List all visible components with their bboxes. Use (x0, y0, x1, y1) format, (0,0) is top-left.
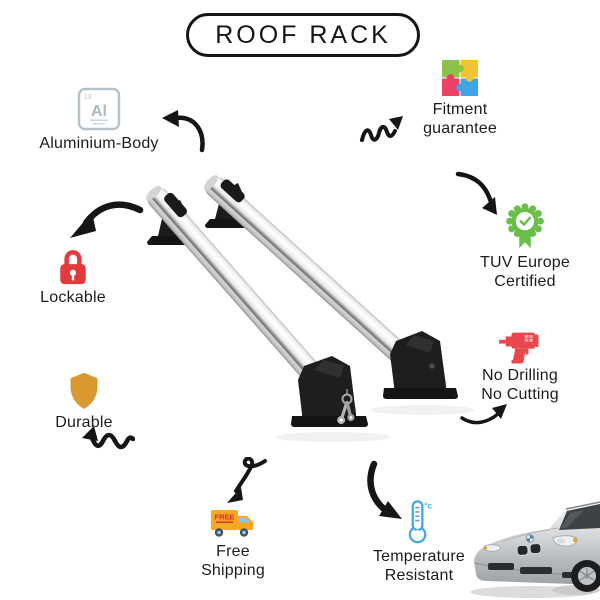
car-wheel (571, 560, 600, 592)
car-image (470, 501, 600, 598)
mount-foot-bottom-front (291, 356, 368, 427)
feature-label: Durable (55, 414, 113, 431)
arrow-to-temperature (367, 460, 402, 519)
arrow-to-lockable (70, 201, 144, 238)
feature-label-line1: Fitment (432, 101, 488, 118)
page-title: ROOF RACK (215, 20, 391, 49)
feature-label-line1: TUV Europe (479, 254, 571, 271)
thermometer-icon: °c (408, 500, 433, 544)
feature-label-line2: Certified (494, 273, 556, 290)
unit-label: °c (424, 502, 432, 511)
feature-label-line1: No Drilling (482, 367, 558, 384)
feature-label-line2: Resistant (384, 567, 454, 584)
roof-rack-bars-image (146, 175, 475, 442)
feature-aluminium-body: 13 Al Aluminium-Body (19, 86, 179, 153)
feature-label-line2: Shipping (201, 562, 265, 579)
puzzle-icon (442, 60, 478, 96)
feature-temperature-resistant: °c Temperature Resistant (353, 499, 485, 585)
feature-fitment-guarantee: Fitment guarantee (396, 58, 524, 138)
feature-no-drilling: No Drilling No Cutting (457, 326, 583, 404)
certified-badge-icon (506, 203, 544, 249)
kidney-grille (516, 542, 542, 557)
squiggle-arrow-from-durable (82, 426, 135, 450)
truck-badge-text: FREE (214, 513, 234, 522)
arrow-to-tuv-badge (455, 171, 497, 215)
arrow-to-aluminium-icon (162, 110, 205, 153)
cross-bar-rear (203, 175, 448, 399)
delivery-truck-icon: FREE (211, 510, 253, 537)
car-roundel (525, 534, 535, 543)
title-pill: ROOF RACK (186, 13, 420, 57)
atomic-number: 13 (84, 94, 92, 101)
feature-label-line1: Free (216, 543, 250, 560)
curly-arrow-to-shipping (227, 457, 267, 503)
feature-label-line2: No Cutting (481, 386, 559, 403)
feature-free-shipping: FREE Free Shipping (171, 506, 295, 580)
mount-foot-bottom-rear (383, 331, 458, 399)
feature-lockable: Lockable (17, 246, 129, 307)
feature-label-line1: Temperature (372, 548, 466, 565)
shield-icon (70, 372, 98, 409)
feature-tuv-certified: TUV Europe Certified (462, 201, 588, 291)
arrow-from-drilling (460, 404, 507, 425)
feature-label-line2: guarantee (423, 120, 497, 137)
cross-bar-front (146, 186, 357, 423)
feature-label: Aluminium-Body (39, 135, 159, 152)
feature-durable: Durable (29, 371, 139, 432)
drill-icon (499, 332, 539, 364)
element-symbol: Al (91, 103, 107, 120)
squiggle-arrow-to-fitment (360, 116, 403, 142)
padlock-icon (60, 250, 86, 285)
lock-keys (337, 389, 355, 425)
aluminium-element-icon: 13 Al (77, 87, 121, 131)
feature-label: Lockable (40, 289, 106, 306)
